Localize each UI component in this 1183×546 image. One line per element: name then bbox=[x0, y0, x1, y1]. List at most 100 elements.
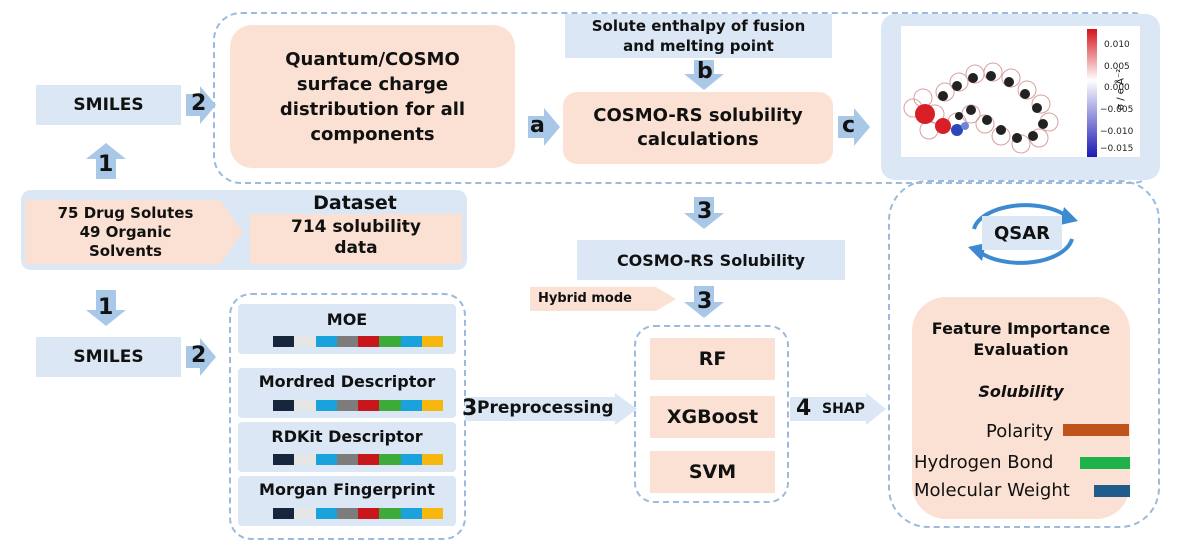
descriptor-bar-segment bbox=[336, 454, 358, 465]
descriptor-bar-segment bbox=[421, 454, 443, 465]
descriptor-bar-segment bbox=[358, 454, 380, 465]
arrow-right-preprocessing bbox=[465, 393, 637, 425]
dataset-left-text: 75 Drug Solutes 49 Organic Solvents bbox=[28, 204, 223, 261]
qsar-box: QSAR bbox=[982, 216, 1062, 250]
descriptor-moe: MOE bbox=[238, 304, 456, 354]
model-rf-label: RF bbox=[698, 348, 727, 370]
hybrid-mode-arrow bbox=[530, 287, 676, 311]
dataset-line-3: Solvents bbox=[89, 242, 162, 260]
smiles-top-box: SMILES bbox=[36, 85, 181, 125]
descriptor-bar-segment bbox=[294, 454, 316, 465]
feature-mw-swatch bbox=[1094, 485, 1130, 497]
descriptor-rdkit-bar bbox=[273, 454, 443, 465]
descriptor-mordred-label: Mordred Descriptor bbox=[258, 372, 436, 391]
model-rf: RF bbox=[650, 338, 775, 380]
descriptor-bar-segment bbox=[273, 454, 295, 465]
dataset-title: Dataset bbox=[313, 192, 397, 214]
step-3-top: 3 bbox=[697, 199, 713, 224]
descriptor-bar-segment bbox=[273, 400, 295, 411]
arrow-right-2-top bbox=[186, 86, 216, 124]
quantum-line-1: Quantum/COSMO bbox=[285, 48, 460, 70]
descriptor-bar-segment bbox=[315, 336, 337, 347]
hybrid-mode-label: Hybrid mode bbox=[538, 291, 632, 306]
quantum-line-3: distribution for all bbox=[279, 98, 466, 120]
step-2-top: 2 bbox=[191, 91, 207, 116]
step-c: c bbox=[842, 113, 856, 138]
smiles-bottom-label: SMILES bbox=[73, 347, 144, 367]
feature-mw-label: Molecular Weight bbox=[914, 480, 1070, 501]
qsar-label: QSAR bbox=[993, 222, 1051, 244]
descriptor-mordred-bar bbox=[273, 400, 443, 411]
model-dashed-region bbox=[634, 325, 789, 503]
descriptor-bar-segment bbox=[315, 454, 337, 465]
descriptor-bar-segment bbox=[379, 400, 401, 411]
colorbar-tick-6: −0.015 bbox=[1100, 144, 1134, 154]
descriptor-bar-segment bbox=[379, 508, 401, 519]
descriptor-bar-segment bbox=[400, 508, 422, 519]
descriptor-bar-segment bbox=[358, 336, 380, 347]
dataset-right-box: 714 solubility data bbox=[250, 214, 462, 264]
descriptor-bar-segment bbox=[379, 336, 401, 347]
step-b: b bbox=[697, 59, 713, 84]
descriptor-bar-segment bbox=[358, 400, 380, 411]
descriptor-bar-segment bbox=[400, 454, 422, 465]
model-svm-label: SVM bbox=[688, 461, 737, 483]
enthalpy-box: Solute enthalpy of fusion and melting po… bbox=[565, 14, 832, 58]
feature-title-line-1: Feature Importance bbox=[931, 319, 1111, 338]
enthalpy-line-1: Solute enthalpy of fusion bbox=[591, 17, 806, 35]
descriptor-bar-segment bbox=[421, 336, 443, 347]
colorbar-tick-4: −0.005 bbox=[1100, 105, 1134, 115]
cosmo-solubility-label: COSMO-RS Solubility bbox=[616, 250, 806, 270]
feature-hbond-swatch bbox=[1080, 457, 1130, 469]
colorbar-label: σ / e Å⁻² bbox=[1115, 68, 1127, 111]
dataset-line-2: 49 Organic bbox=[79, 223, 172, 241]
enthalpy-line-2: and melting point bbox=[623, 37, 774, 55]
cosmo-solubility-box: COSMO-RS Solubility bbox=[577, 240, 845, 280]
descriptor-rdkit: RDKit Descriptor bbox=[238, 422, 456, 472]
colorbar-tick-1: 0.010 bbox=[1104, 40, 1130, 50]
descriptor-bar-segment bbox=[336, 400, 358, 411]
step-4: 4 bbox=[796, 396, 812, 421]
descriptor-bar-segment bbox=[421, 508, 443, 519]
descriptor-bar-segment bbox=[400, 400, 422, 411]
descriptor-bar-segment bbox=[379, 454, 401, 465]
descriptor-bar-segment bbox=[315, 400, 337, 411]
sigma-colorbar bbox=[1087, 29, 1097, 157]
descriptor-bar-segment bbox=[421, 400, 443, 411]
descriptor-bar-segment bbox=[294, 508, 316, 519]
model-xgboost-label: XGBoost bbox=[666, 406, 759, 428]
arrow-right-c bbox=[838, 108, 870, 146]
descriptor-bar-segment bbox=[315, 508, 337, 519]
feature-subtitle: Solubility bbox=[978, 382, 1064, 401]
feature-importance-box bbox=[912, 297, 1130, 519]
step-1-up: 1 bbox=[98, 152, 114, 177]
descriptor-bar-segment bbox=[294, 336, 316, 347]
descriptor-bar-segment bbox=[273, 508, 295, 519]
dataset-count-line-1: 714 solubility bbox=[291, 217, 421, 237]
arrow-down-b bbox=[684, 60, 724, 90]
sigma-surface-canvas: 0.010 0.005 0.000 −0.005 −0.010 −0.015 σ… bbox=[901, 26, 1140, 157]
cosmo-calc-line-2: calculations bbox=[637, 129, 759, 150]
arrow-down-3-mid bbox=[684, 286, 724, 318]
colorbar-tick-3: 0.000 bbox=[1104, 83, 1130, 93]
feature-hbond-label: Hydrogen Bond bbox=[914, 452, 1054, 473]
descriptor-bar-segment bbox=[358, 508, 380, 519]
descriptor-rdkit-label: RDKit Descriptor bbox=[271, 427, 423, 446]
descriptor-morgan: Morgan Fingerprint bbox=[238, 476, 456, 526]
arrow-right-shap bbox=[790, 393, 886, 425]
step-3-mid: 3 bbox=[697, 289, 713, 314]
step-a: a bbox=[530, 113, 545, 138]
descriptor-morgan-label: Morgan Fingerprint bbox=[259, 480, 435, 499]
feature-polarity-label: Polarity bbox=[986, 421, 1054, 442]
descriptor-morgan-bar bbox=[273, 508, 443, 519]
preprocessing-label: Preprocessing bbox=[477, 398, 614, 418]
cosmo-calculations-box: COSMO-RS solubility calculations bbox=[563, 92, 833, 164]
feature-polarity-swatch bbox=[1063, 424, 1129, 436]
model-xgboost: XGBoost bbox=[650, 396, 775, 438]
arrow-down-1 bbox=[86, 290, 126, 326]
descriptor-bar-segment bbox=[294, 400, 316, 411]
qsar-cycle-icon bbox=[968, 203, 1078, 265]
right-dashed-region bbox=[888, 180, 1160, 528]
descriptor-mordred: Mordred Descriptor bbox=[238, 368, 456, 418]
arrow-right-a bbox=[528, 108, 560, 146]
